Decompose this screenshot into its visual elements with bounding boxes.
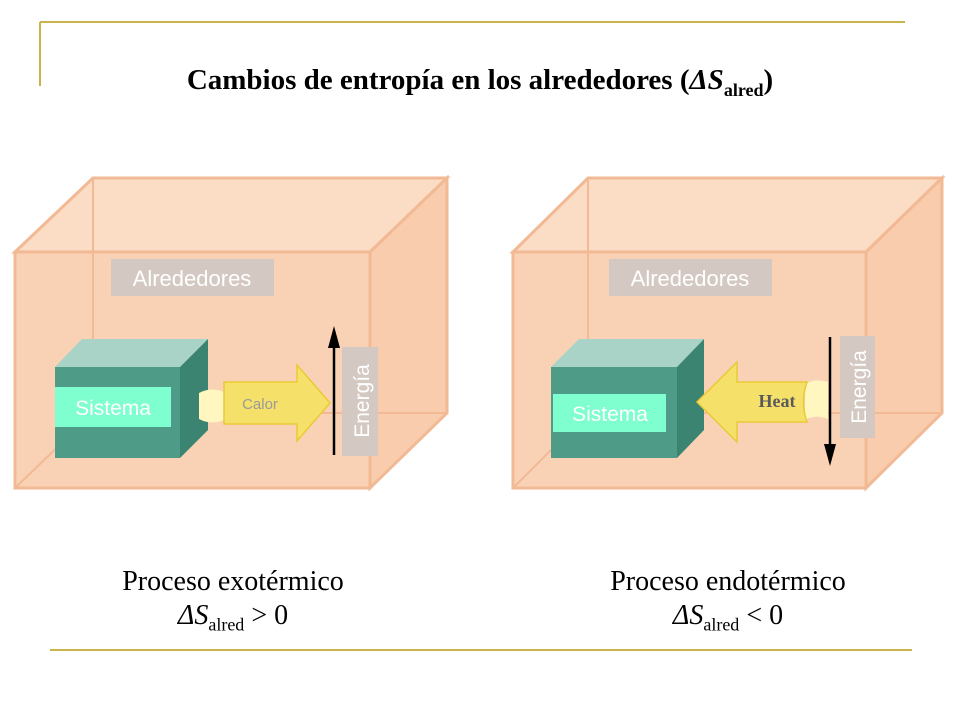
energy-label-left: Energía	[351, 364, 374, 438]
energy-label-box-right	[840, 336, 875, 438]
endothermic-caption: Proceso endotérmico ΔSalred < 0	[578, 565, 878, 642]
energy-down-arrow	[824, 337, 836, 466]
endothermic-delta-s: ΔS	[672, 600, 704, 631]
title-text: Cambios de entropía en los alrededores (	[186, 64, 690, 96]
surroundings-label-box-right	[609, 259, 772, 296]
endothermic-relation: < 0	[739, 600, 784, 631]
title-suffix: )	[763, 64, 774, 96]
page-title: Cambios de entropía en los alrededores (…	[0, 64, 960, 101]
system-label-left: Sistema	[75, 397, 151, 420]
exothermic-caption: Proceso exotérmico ΔSalred > 0	[83, 565, 383, 642]
surroundings-label-box-left	[111, 259, 274, 296]
heat-label-right: Heat	[759, 391, 796, 411]
surroundings-label-right: Alrededores	[631, 266, 750, 291]
exothermic-relation: > 0	[244, 600, 289, 631]
endothermic-process-label: Proceso endotérmico	[610, 566, 846, 597]
title-subscript: alred	[723, 79, 764, 100]
heat-label-left: Calor	[242, 396, 278, 413]
energy-up-arrow	[328, 326, 340, 455]
heat-out-arrow	[199, 362, 331, 444]
energy-label-right: Energía	[848, 350, 871, 424]
system-label-box-left	[55, 387, 171, 427]
title-delta-s: ΔS	[689, 64, 724, 96]
exothermic-subscript: alred	[208, 614, 245, 635]
system-label-right: Sistema	[572, 403, 648, 426]
exothermic-delta-s: ΔS	[177, 600, 209, 631]
exothermic-process-label: Proceso exotérmico	[122, 566, 344, 597]
endothermic-subscript: alred	[703, 614, 740, 635]
surroundings-label-left: Alrededores	[133, 266, 252, 291]
heat-in-arrow	[695, 360, 828, 444]
system-label-box-right	[553, 394, 666, 432]
energy-label-box-left	[342, 347, 378, 456]
endothermic-entropy-relation: ΔSalred < 0	[578, 599, 878, 642]
exothermic-entropy-relation: ΔSalred > 0	[83, 599, 383, 642]
